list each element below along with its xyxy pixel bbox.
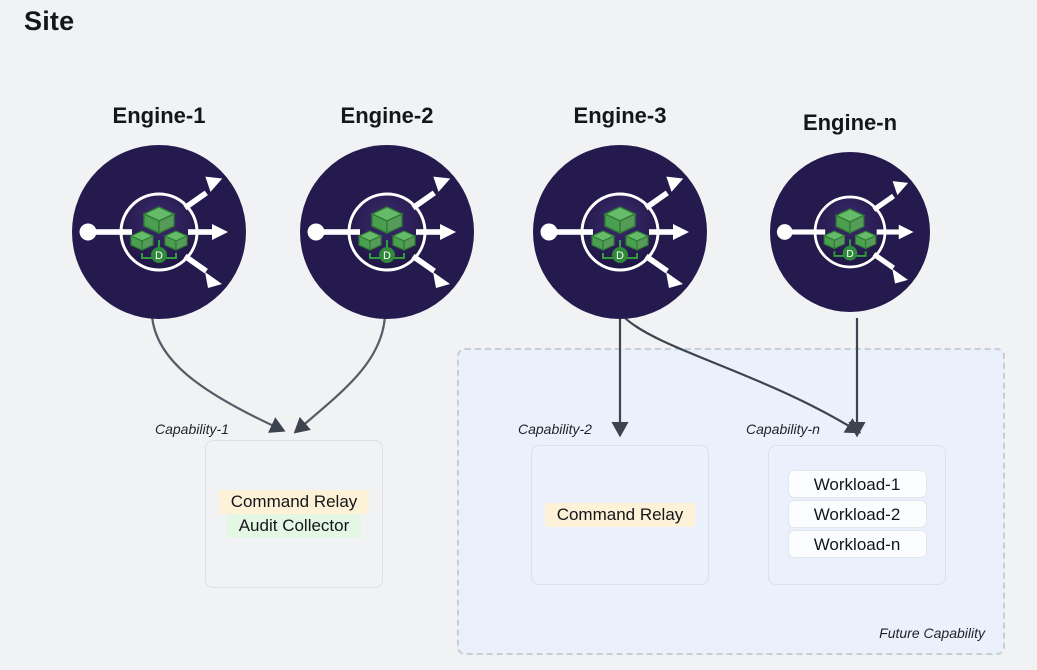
engine-cluster-icon: D: [533, 145, 707, 319]
page-title: Site: [24, 6, 75, 36]
capability-box-n[interactable]: Workload-1 Workload-2 Workload-n: [768, 445, 946, 585]
future-capability-label: Future Capability: [879, 625, 985, 641]
workload-item[interactable]: Workload-1: [787, 470, 927, 498]
engine-node-1[interactable]: Engine-1: [72, 103, 246, 319]
edge-engine1-capability1: [150, 315, 286, 433]
capability-label-2: Capability-2: [518, 421, 592, 437]
capability-label-1: Capability-1: [155, 421, 229, 437]
capability-label-n: Capability-n: [746, 421, 820, 437]
edge-engine2-capability1: [293, 315, 387, 434]
engine-node-3[interactable]: Engine-3: [533, 103, 707, 319]
workload-list: Workload-1 Workload-2 Workload-n: [787, 470, 927, 560]
capability-box-2[interactable]: Command Relay: [531, 445, 709, 585]
engine-cluster-icon: D: [72, 145, 246, 319]
service-chip[interactable]: Command Relay: [218, 490, 370, 514]
svg-text:D: D: [846, 249, 853, 260]
engine-label: Engine-3: [573, 103, 667, 128]
svg-text:D: D: [616, 250, 624, 262]
capability-box-1[interactable]: Command Relay Audit Collector: [205, 440, 383, 588]
engine-node-2[interactable]: Engine-2: [300, 103, 474, 319]
engine-cluster-icon: D: [300, 145, 474, 319]
engine-cluster-icon: D: [770, 152, 930, 312]
engine-node-n[interactable]: Engine-n: [770, 110, 930, 312]
engine-label: Engine-1: [112, 103, 206, 128]
workload-item[interactable]: Workload-2: [787, 500, 927, 528]
svg-text:D: D: [383, 250, 391, 262]
service-chip[interactable]: Command Relay: [544, 503, 696, 527]
engine-label: Engine-n: [802, 110, 898, 135]
service-chip[interactable]: Audit Collector: [226, 514, 362, 538]
workload-item[interactable]: Workload-n: [787, 530, 927, 558]
engine-label: Engine-2: [340, 103, 434, 128]
svg-text:D: D: [155, 250, 163, 262]
